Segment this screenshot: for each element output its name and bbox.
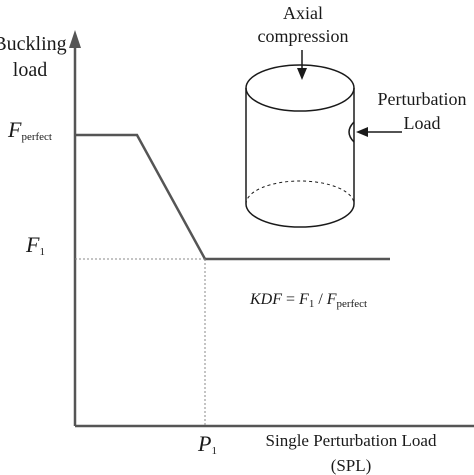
kdf-numerator-subscript: 1 (308, 298, 315, 310)
kdf-lhs: KDF (250, 291, 282, 308)
kdf-equation: KDF = F1 / Fperfect (250, 291, 368, 310)
axial-line2: compression (257, 26, 349, 46)
f1-label: F1 (26, 232, 45, 258)
axial-line1: Axial (283, 3, 323, 23)
perturbation-line1: Perturbation (377, 89, 467, 109)
f-perfect-subscript: perfect (21, 131, 52, 143)
buckling-load-curve (75, 133, 390, 261)
kdf-denominator-symbol: F (326, 291, 337, 308)
y-axis-arrow (69, 30, 81, 48)
kdf-numerator-symbol: F (299, 291, 309, 308)
f1-subscript: 1 (39, 246, 45, 258)
y-axis-label-line2: load (12, 59, 48, 81)
perturbation-arrow-icon (356, 127, 402, 137)
perturbation-load-label: Perturbation Load (362, 90, 474, 132)
kdf-slash: / (314, 291, 327, 308)
f-perfect-symbol: F (8, 117, 22, 142)
y-axis-label: Buckling load (0, 34, 77, 80)
p1-label: P1 (198, 431, 217, 457)
perturbation-line2: Load (403, 113, 441, 133)
cylinder-icon (245, 64, 355, 228)
x-axis-label-line2: (SPL) (330, 456, 372, 475)
f-perfect-label: Fperfect (8, 117, 52, 143)
axial-arrow-icon (297, 50, 307, 80)
y-axis-label-line1: Buckling (0, 33, 67, 55)
axial-compression-label: Axial compression (238, 4, 368, 45)
p1-subscript: 1 (211, 445, 217, 457)
p1-symbol: P (198, 431, 212, 456)
x-axis-label-line1: Single Perturbation Load (265, 431, 437, 450)
f1-symbol: F (26, 232, 40, 257)
x-axis-label: Single Perturbation Load (SPL) (256, 432, 446, 474)
kdf-equals: = (282, 291, 300, 308)
kdf-denominator-subscript: perfect (336, 298, 368, 310)
